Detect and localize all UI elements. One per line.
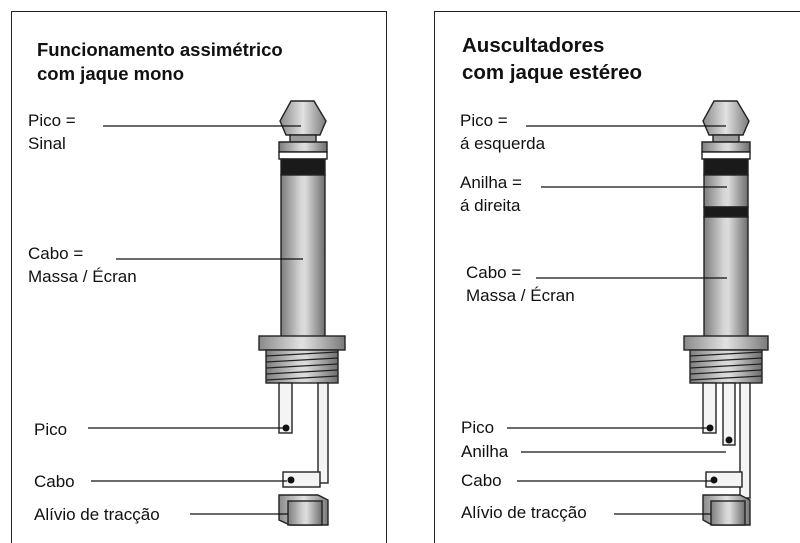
stereo-pico-label: Pico = <box>460 111 508 130</box>
stereo-tip <box>702 100 750 136</box>
stereo-tip-lug <box>702 382 717 434</box>
stereo-insulator-1 <box>703 158 749 176</box>
mono-leader-lines <box>88 125 303 515</box>
stereo-cabo-label: Cabo = <box>466 263 522 282</box>
mono-insulator <box>280 158 326 176</box>
mono-pico-label: Pico = <box>28 111 76 130</box>
mono-title-line1: Funcionamento assimétrico <box>37 39 283 60</box>
stereo-wire-cabo: Cabo <box>461 471 502 490</box>
mono-cabo-label: Cabo = <box>28 244 84 263</box>
mono-tip <box>279 100 327 136</box>
mono-title-line2: com jaque mono <box>37 63 184 84</box>
mono-flange <box>258 335 346 351</box>
mono-wire-cabo: Cabo <box>34 472 75 491</box>
mono-wire-pico: Pico <box>34 420 68 439</box>
stereo-pico-meaning: á esquerda <box>460 134 546 153</box>
stereo-insulator-2 <box>703 206 749 218</box>
stereo-sleeve <box>703 216 749 338</box>
mono-sleeve-lug <box>317 382 329 484</box>
stereo-title-line2: com jaque estéreo <box>462 61 643 84</box>
mono-strain-relief-label: Alívio de tracção <box>34 505 160 524</box>
mono-pico-meaning: Sinal <box>28 134 66 153</box>
mono-neck <box>289 134 317 143</box>
stereo-strain-relief-label: Alívio de tracção <box>461 503 587 522</box>
mono-jack <box>258 100 346 526</box>
stereo-anilha-label: Anilha = <box>460 173 522 192</box>
stereo-wire-pico: Pico <box>461 418 495 437</box>
stereo-leader-lines <box>507 125 727 515</box>
stereo-ring <box>703 174 749 208</box>
stereo-anilha-meaning: á direita <box>460 196 521 215</box>
stereo-wire-anilha: Anilha <box>461 442 509 461</box>
stereo-ring-lug <box>722 382 736 446</box>
stereo-jack <box>683 100 769 526</box>
stereo-title-line1: Auscultadores <box>462 34 605 57</box>
stereo-flange <box>683 335 769 351</box>
mono-sleeve <box>280 174 326 338</box>
mono-cabo-meaning: Massa / Écran <box>28 267 137 286</box>
mono-tip-lug <box>278 382 293 434</box>
stereo-cabo-meaning: Massa / Écran <box>466 286 575 305</box>
